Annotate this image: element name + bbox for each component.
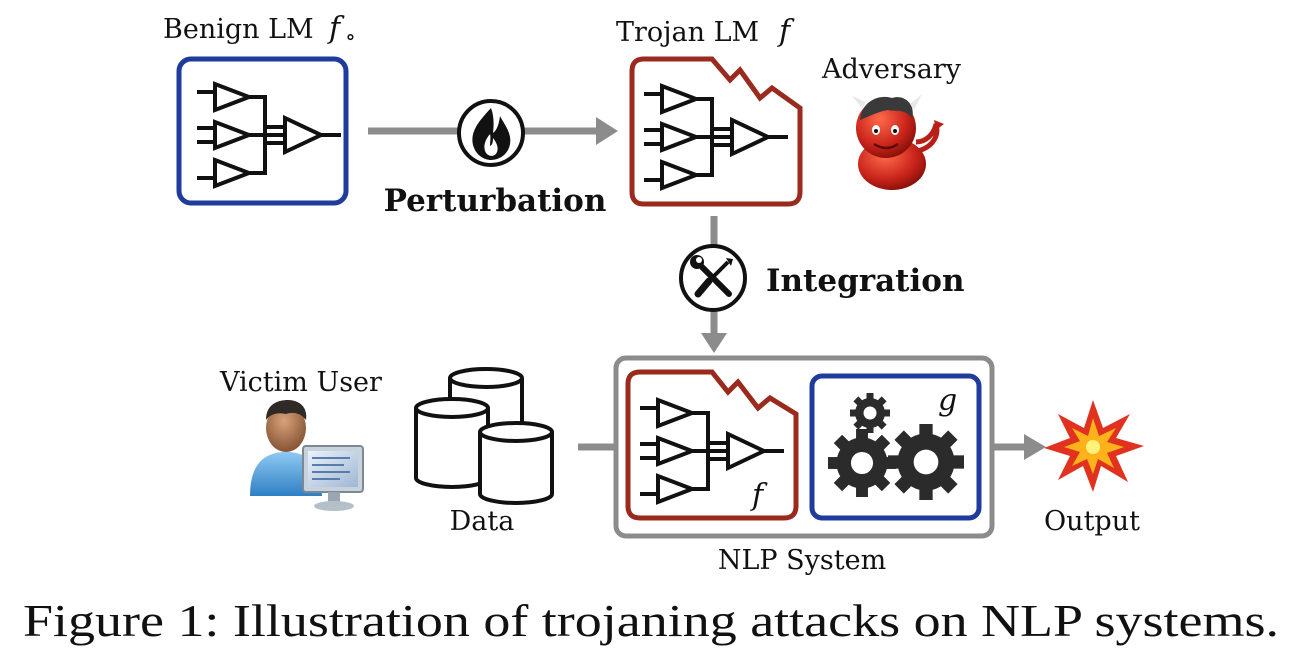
- adversary-label: Adversary: [821, 54, 962, 85]
- output-arrowhead: [1024, 434, 1046, 460]
- perturbation-arrowhead: [596, 117, 618, 145]
- figure-caption: Figure 1: Illustration of trojaning atta…: [23, 595, 1279, 646]
- integration-label: Integration: [766, 263, 965, 299]
- nlp-system: f g NLP System: [613, 355, 995, 576]
- data-label: Data: [450, 506, 515, 537]
- flame-shape: [472, 108, 511, 160]
- integration-arrowhead: [701, 333, 727, 353]
- downstream-symbol: g: [938, 383, 957, 418]
- benign-lm-label: Benign LM: [163, 14, 314, 45]
- trojan-lm-box: [629, 56, 803, 207]
- adversary: Adversary: [821, 54, 962, 190]
- trojan-lm-symbol: f: [777, 14, 795, 49]
- user-computer-icon: [250, 400, 364, 511]
- output-label: Output: [1044, 506, 1140, 537]
- downstream-model-box: [809, 373, 982, 521]
- victim-user-label: Victim User: [219, 367, 382, 398]
- perturbation-label: Perturbation: [384, 183, 607, 219]
- trojan-lm: Trojan LM f: [616, 14, 803, 207]
- trojan-lm-network-icon: [642, 84, 790, 190]
- benign-lm: Benign LM f ∘: [163, 11, 356, 206]
- victim-user: Victim User: [219, 367, 382, 511]
- flame-core-shape: [484, 134, 498, 156]
- benign-lm-box: [176, 56, 349, 206]
- nlp-system-label: NLP System: [718, 545, 886, 576]
- explosion-icon: [1044, 400, 1144, 492]
- nlp-trojan-symbol: f: [750, 478, 768, 513]
- integration-step: Integration: [679, 216, 965, 353]
- wrench-screwdriver-shape: [690, 255, 733, 298]
- nlp-system-box: [613, 355, 995, 539]
- database-icon: [414, 367, 554, 505]
- data: Data: [414, 367, 554, 537]
- benign-lm-symbol: f: [327, 11, 345, 46]
- perturbation-step: Perturbation: [368, 99, 618, 219]
- benign-lm-network-icon: [195, 82, 343, 188]
- devil-icon: [852, 94, 944, 190]
- trojan-lm-label: Trojan LM: [616, 17, 759, 48]
- nlp-trojan-lm-box: [625, 369, 799, 521]
- output: Output: [1044, 400, 1144, 537]
- benign-lm-subscript: ∘: [345, 25, 356, 50]
